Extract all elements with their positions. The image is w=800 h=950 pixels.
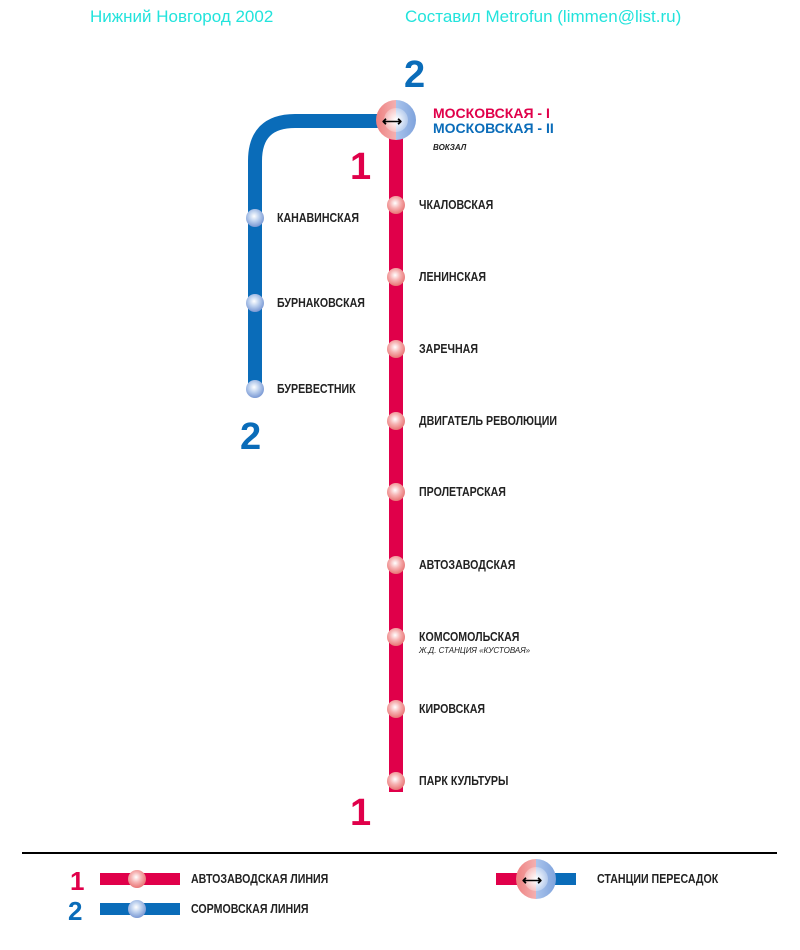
station-dot[interactable] xyxy=(387,628,405,646)
legend-line2-number: 2 xyxy=(68,896,83,926)
station-dot[interactable] xyxy=(246,209,264,227)
station-label[interactable]: КОМСОМОЛЬСКАЯ xyxy=(419,630,520,644)
line2-number-bottom: 2 xyxy=(240,416,262,458)
legend-line2-label: СОРМОВСКАЯ ЛИНИЯ xyxy=(191,902,309,916)
transfer-name-1: МОСКОВСКАЯ - I xyxy=(433,105,550,121)
station-dot[interactable] xyxy=(387,412,405,430)
legend-transfer-icon: ⟷ xyxy=(516,859,556,899)
legend-line1-label: АВТОЗАВОДСКАЯ ЛИНИЯ xyxy=(191,872,329,886)
legend-transfer-label: СТАНЦИИ ПЕРЕСАДОК xyxy=(597,872,719,886)
line1-track xyxy=(389,120,403,792)
station-dot[interactable] xyxy=(387,340,405,358)
station-label[interactable]: БУРЕВЕСТНИК xyxy=(277,382,356,396)
station-label[interactable]: ПАРК КУЛЬТУРЫ xyxy=(419,774,509,788)
station-dot[interactable] xyxy=(387,700,405,718)
line1-number-top: 1 xyxy=(350,146,372,188)
legend-line1-number: 1 xyxy=(70,866,85,896)
station-sublabel: Ж.Д. СТАНЦИЯ «КУСТОВАЯ» xyxy=(419,646,531,655)
station-label[interactable]: ЛЕНИНСКАЯ xyxy=(419,270,487,284)
map-author: Составил Metrofun (limmen@list.ru) xyxy=(405,7,682,26)
station-label[interactable]: ЧКАЛОВСКАЯ xyxy=(419,198,494,212)
station-dot[interactable] xyxy=(387,268,405,286)
transfer-sub: ВОКЗАЛ xyxy=(433,143,467,152)
map-title: Нижний Новгород 2002 xyxy=(90,7,274,26)
station-label[interactable]: БУРНАКОВСКАЯ xyxy=(277,296,365,310)
legend-line2-station-icon xyxy=(128,900,146,918)
line1-number-bottom: 1 xyxy=(350,792,372,834)
station-dot[interactable] xyxy=(246,294,264,312)
transfer-arrow-icon: ⟷ xyxy=(382,113,403,129)
line2-number-top: 2 xyxy=(404,54,426,96)
legend-line1-station-icon xyxy=(128,870,146,888)
station-dot[interactable] xyxy=(387,196,405,214)
station-label[interactable]: АВТОЗАВОДСКАЯ xyxy=(419,558,516,572)
transfer-label: МОСКОВСКАЯ - I МОСКОВСКАЯ - II ВОКЗАЛ xyxy=(433,106,554,155)
station-dot[interactable] xyxy=(246,380,264,398)
station-dot[interactable] xyxy=(387,556,405,574)
station-label[interactable]: КИРОВСКАЯ xyxy=(419,702,486,716)
station-label[interactable]: КАНАВИНСКАЯ xyxy=(277,211,359,225)
transfer-station-moskovskaya[interactable]: ⟷ xyxy=(376,100,416,140)
station-label[interactable]: ЗАРЕЧНАЯ xyxy=(419,342,478,356)
station-label[interactable]: ПРОЛЕТАРСКАЯ xyxy=(419,485,506,499)
station-dot[interactable] xyxy=(387,772,405,790)
transfer-name-2: МОСКОВСКАЯ - II xyxy=(433,120,554,136)
station-label[interactable]: ДВИГАТЕЛЬ РЕВОЛЮЦИИ xyxy=(419,414,558,428)
transfer-arrow-icon: ⟷ xyxy=(522,872,543,888)
line2-track xyxy=(248,114,385,390)
station-dot[interactable] xyxy=(387,483,405,501)
